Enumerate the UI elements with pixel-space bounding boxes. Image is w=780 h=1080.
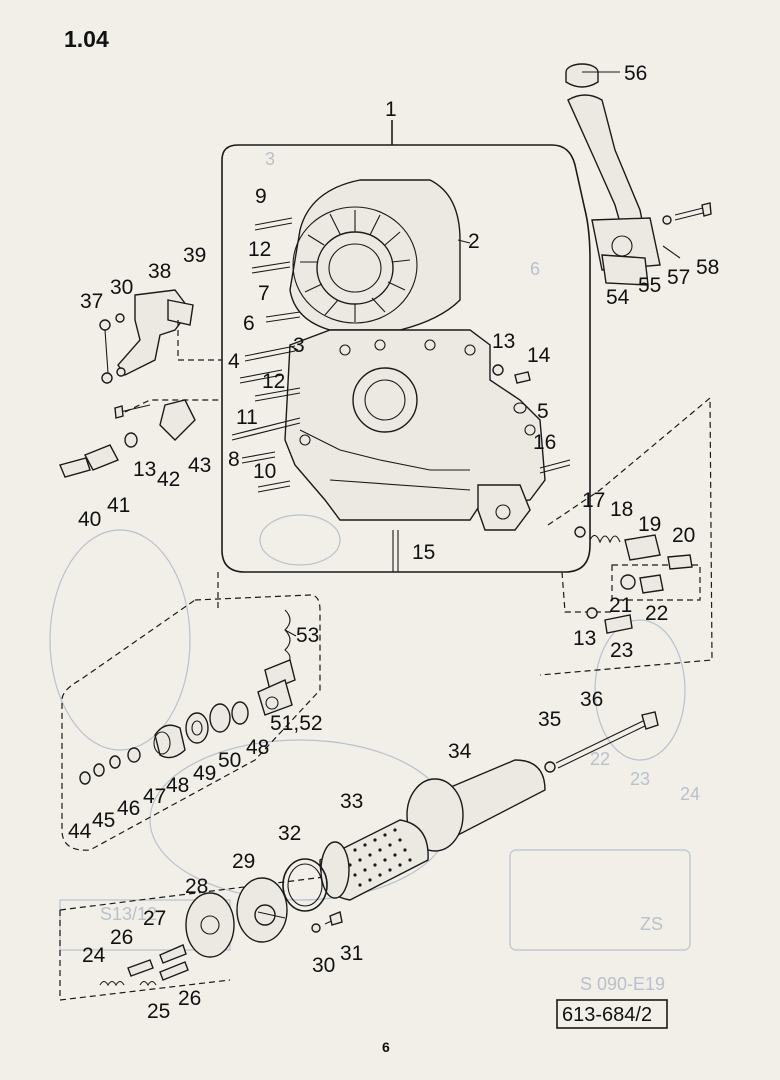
callout-36: 36 — [580, 688, 603, 711]
reverse-side-bleed: 6 3 ZS S13/12 S 090-E19 24 23 22 — [49, 149, 700, 994]
callout-55: 55 — [638, 274, 661, 297]
callout-25: 25 — [147, 1000, 170, 1023]
callout-21: 21 — [609, 594, 632, 617]
callout-8: 8 — [228, 448, 240, 471]
callout-40: 40 — [78, 508, 101, 531]
callout-54: 54 — [606, 286, 630, 309]
callout-4: 4 — [228, 350, 240, 373]
leader-lines — [284, 71, 681, 637]
callout-50: 50 — [218, 749, 241, 772]
svg-text:23: 23 — [630, 769, 650, 789]
callout-26a: 26 — [110, 926, 133, 949]
callout-29: 29 — [232, 850, 255, 873]
callout-30a: 30 — [110, 276, 133, 299]
callout-13a: 13 — [492, 330, 515, 353]
callout-28: 28 — [185, 875, 208, 898]
callout-56: 56 — [624, 62, 647, 85]
callout-44: 44 — [68, 820, 92, 843]
callout-6: 6 — [243, 312, 255, 335]
callout-42: 42 — [157, 468, 180, 491]
callout-48b: 48 — [246, 736, 269, 759]
callout-22: 22 — [645, 602, 668, 625]
timing-cover — [284, 329, 546, 531]
callout-17: 17 — [582, 489, 605, 512]
callout-18: 18 — [610, 498, 633, 521]
svg-text:S 090-E19: S 090-E19 — [580, 974, 665, 994]
callout-35: 35 — [538, 708, 561, 731]
svg-text:ZS: ZS — [640, 914, 663, 934]
callout-48a: 48 — [166, 774, 189, 797]
studs — [231, 217, 571, 572]
callout-1: 1 — [385, 98, 397, 121]
part-callouts: 1 2 3 4 5 6 7 8 9 10 11 12 12 13 13 13 1… — [68, 62, 719, 1023]
svg-text:24: 24 — [680, 784, 700, 804]
callout-14: 14 — [527, 344, 551, 367]
callout-16: 16 — [533, 431, 556, 454]
callout-24: 24 — [82, 944, 106, 967]
callout-26b: 26 — [178, 987, 201, 1010]
callout-43: 43 — [188, 454, 211, 477]
oil-filler-pipe — [565, 63, 712, 286]
callout-45: 45 — [92, 809, 115, 832]
callout-9: 9 — [255, 185, 267, 208]
callout-3: 3 — [293, 334, 305, 357]
callout-5: 5 — [537, 400, 549, 423]
callout-33: 33 — [340, 790, 363, 813]
callout-31: 31 — [340, 942, 363, 965]
callout-41: 41 — [107, 494, 130, 517]
drawing-number: 613-684/2 — [562, 1004, 652, 1026]
pressure-valve-group — [79, 609, 296, 785]
svg-text:3: 3 — [265, 149, 275, 169]
callout-30b: 30 — [312, 954, 335, 977]
callout-23: 23 — [610, 639, 633, 662]
assembly-boundaries — [59, 320, 713, 1001]
svg-text:22: 22 — [590, 749, 610, 769]
callout-13c: 13 — [573, 627, 596, 650]
oil-filter-group — [282, 711, 659, 933]
callout-13b: 13 — [133, 458, 156, 481]
page-number: 6 — [382, 1039, 390, 1055]
callout-49: 49 — [193, 762, 216, 785]
callout-47: 47 — [143, 785, 166, 808]
callout-15: 15 — [412, 541, 435, 564]
callout-32: 32 — [278, 822, 301, 845]
callout-12a: 12 — [248, 238, 271, 261]
callout-58: 58 — [696, 256, 719, 279]
callout-39: 39 — [183, 244, 206, 267]
callout-46: 46 — [117, 797, 140, 820]
callout-2: 2 — [468, 230, 480, 253]
callout-53: 53 — [296, 624, 319, 647]
section-number: 1.04 — [64, 26, 109, 52]
callout-7: 7 — [258, 282, 270, 305]
left-fittings — [59, 289, 196, 478]
callout-11: 11 — [236, 406, 258, 429]
blower-housing — [289, 179, 461, 331]
drawing-number-box: 613-684/2 — [556, 999, 668, 1029]
callout-27: 27 — [143, 907, 166, 930]
callout-10: 10 — [253, 460, 276, 483]
callout-20: 20 — [672, 524, 695, 547]
callout-57: 57 — [667, 266, 690, 289]
callout-37: 37 — [80, 290, 103, 313]
callout-19: 19 — [638, 513, 661, 536]
relief-valve-parts — [574, 526, 693, 634]
callout-51-52: 51,52 — [270, 712, 323, 735]
svg-text:S13/12: S13/12 — [100, 904, 157, 924]
callout-34: 34 — [448, 740, 472, 763]
callout-12b: 12 — [262, 370, 285, 393]
svg-text:6: 6 — [530, 259, 540, 279]
callout-38: 38 — [148, 260, 171, 283]
oil-pump-plates — [99, 877, 288, 987]
